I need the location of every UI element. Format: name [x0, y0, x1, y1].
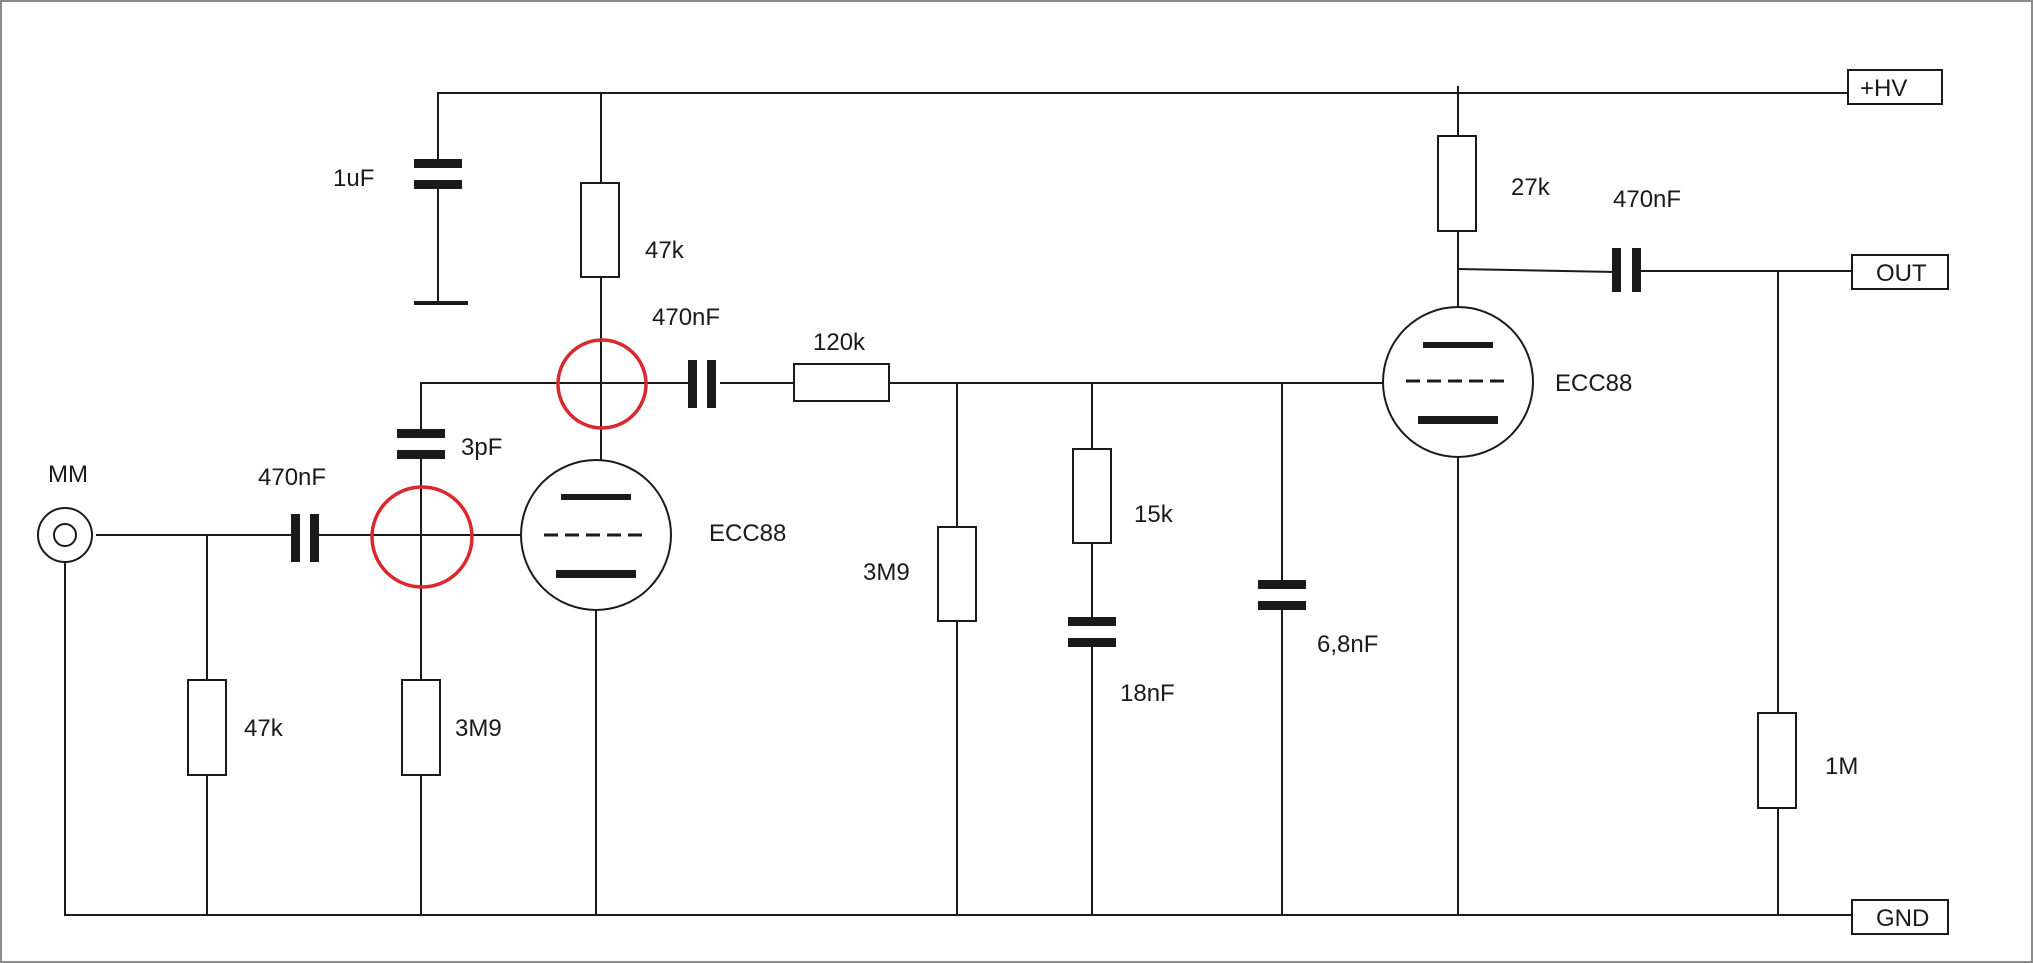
label-c-feedback: 3pF — [461, 434, 502, 461]
label-r-series: 120k — [813, 329, 866, 356]
highlight-circle-anode-crossing — [556, 338, 648, 430]
label-tube1: ECC88 — [709, 520, 786, 547]
capacitor-c-network — [1068, 617, 1116, 647]
resistor-r-load — [1757, 712, 1797, 809]
label-c-shunt: 6,8nF — [1317, 631, 1378, 658]
label-c-supply: 1uF — [333, 165, 374, 192]
label-c-network: 18nF — [1120, 680, 1175, 707]
label-r-anode1: 47k — [645, 237, 685, 264]
label-c-in: 470nF — [258, 464, 326, 491]
resistor-r-grid1 — [401, 679, 441, 776]
highlight-circle-grid-crossing — [370, 485, 474, 589]
tube-2 — [1382, 306, 1534, 458]
terminal-out: OUT — [1851, 254, 1949, 290]
capacitor-c-feedback — [397, 429, 445, 459]
resistor-r-series — [793, 363, 890, 402]
label-r-load: 1M — [1825, 753, 1858, 780]
capacitor-c-shunt — [1258, 580, 1306, 610]
label-c-couple1: 470nF — [652, 304, 720, 331]
terminal-gnd-label: GND — [1876, 905, 1929, 932]
tube1-cathode — [556, 570, 636, 578]
terminal-out-label: OUT — [1876, 260, 1927, 287]
resistor-r-in — [187, 679, 227, 776]
tube-1 — [520, 459, 672, 611]
wiring — [64, 86, 1853, 916]
capacitor-c-couple1 — [688, 360, 716, 408]
resistor-r-anode2 — [1437, 135, 1477, 232]
tube2-cathode — [1418, 416, 1498, 424]
resistor-r-network — [1072, 448, 1112, 544]
terminal-gnd: GND — [1851, 899, 1949, 935]
capacitor-c-out — [1612, 248, 1641, 292]
c-out-wire-left — [1456, 267, 1617, 274]
label-r-grid1: 3M9 — [455, 715, 502, 742]
label-tube2: ECC88 — [1555, 370, 1632, 397]
terminal-hv: +HV — [1847, 69, 1943, 105]
resistor-r-anode1 — [580, 182, 620, 278]
capacitor-c-supply — [414, 159, 462, 189]
label-r-network: 15k — [1134, 501, 1174, 528]
input-label: MM — [48, 461, 88, 488]
ground-bar — [414, 301, 468, 305]
label-r-anode2: 27k — [1511, 174, 1551, 201]
resistor-r-grid2 — [937, 526, 977, 622]
tube1-anode — [561, 494, 631, 500]
tube2-anode — [1423, 342, 1493, 348]
label-r-grid2: 3M9 — [863, 559, 910, 586]
capacitor-c-in — [291, 514, 319, 562]
terminal-hv-label: +HV — [1860, 75, 1907, 102]
label-c-out: 470nF — [1613, 186, 1681, 213]
label-r-in: 47k — [244, 715, 284, 742]
input-jack — [37, 507, 93, 563]
jack-inner-ring — [53, 523, 77, 547]
